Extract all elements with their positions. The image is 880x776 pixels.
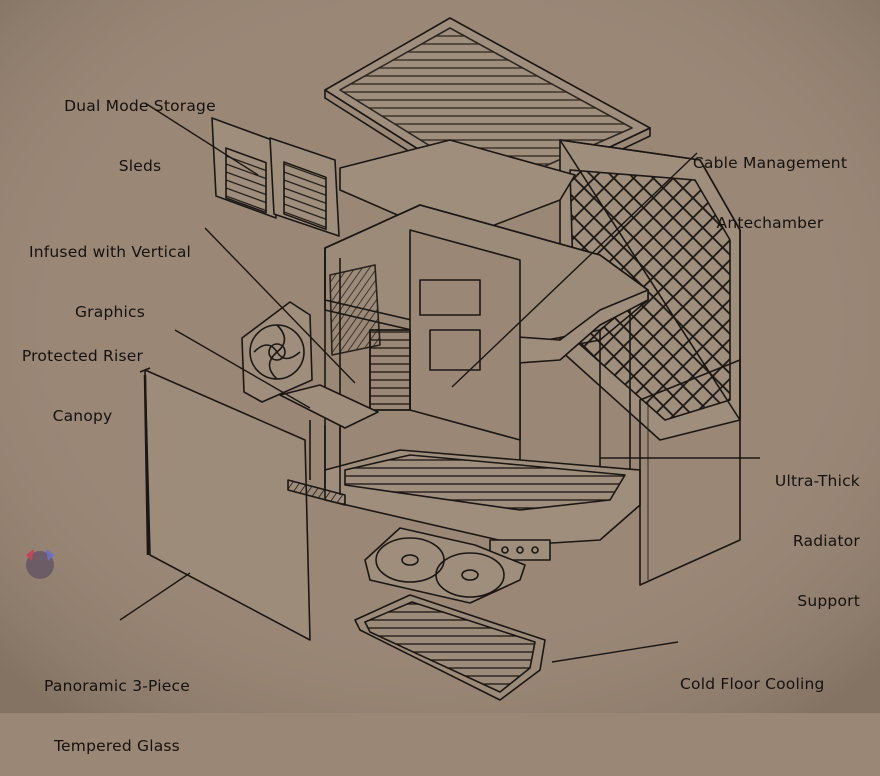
callout-radiator-support: Ultra-Thick Radiator Support <box>730 431 860 631</box>
callout-cable-antechamber: Cable Management Antechamber <box>670 113 870 253</box>
bottom-fans <box>364 527 526 604</box>
callout-cable-antechamber-line2: Antechamber <box>716 214 824 232</box>
callout-vertical-graphics: Infused with Vertical Graphics <box>5 202 215 342</box>
callout-cold-floor-cooling: Cold Floor Cooling <box>680 634 870 714</box>
callout-tempered-glass-line1: Panoramic 3-Piece <box>44 677 190 695</box>
callout-vertical-graphics-line1: Infused with Vertical <box>28 243 192 261</box>
callout-tempered-glass: Panoramic 3-Piece Tempered Glass <box>12 636 222 776</box>
callout-radiator-support-line2: Radiator <box>792 532 860 550</box>
callout-riser-canopy-line2: Canopy <box>52 407 113 425</box>
callout-riser-canopy: Protected Riser Canopy <box>0 306 165 446</box>
callout-tempered-glass-line2: Tempered Glass <box>54 737 180 755</box>
watermark-mascot <box>26 549 54 579</box>
bottom-filter <box>354 594 546 701</box>
right-glass-panel <box>639 359 741 586</box>
riser-canopy <box>279 384 379 506</box>
callout-storage-sleds: Dual Mode Storage Sleds <box>40 56 240 196</box>
rear-mesh-panel <box>559 139 741 441</box>
callout-radiator-support-line3: Support <box>797 592 860 610</box>
callout-riser-canopy-line1: Protected Riser <box>21 347 144 365</box>
storage-sleds <box>211 117 340 237</box>
case-frame <box>324 139 649 561</box>
exploded-case-diagram <box>0 0 880 713</box>
leader-lines <box>119 102 760 663</box>
callout-cold-floor-cooling-line1: Cold Floor Cooling <box>680 675 825 693</box>
callout-cable-antechamber-line1: Cable Management <box>692 154 848 172</box>
callout-storage-sleds-line1: Dual Mode Storage <box>64 97 216 115</box>
callout-radiator-support-line1: Ultra-Thick <box>774 472 860 490</box>
callout-storage-sleds-line2: Sleds <box>118 157 162 175</box>
callout-vertical-graphics-line2: Graphics <box>74 303 146 321</box>
left-glass-panel <box>139 367 311 641</box>
side-fan <box>241 301 313 403</box>
